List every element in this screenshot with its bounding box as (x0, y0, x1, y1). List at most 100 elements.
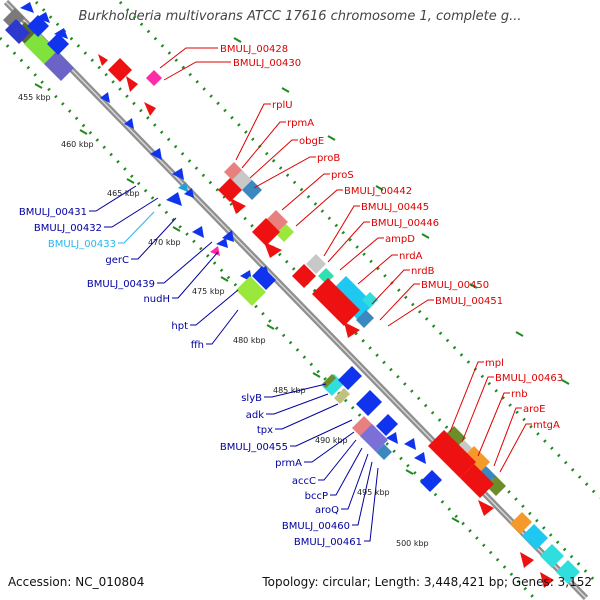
gene-label-reverse: tpx (257, 425, 273, 436)
gene-arrow (150, 148, 162, 160)
feature-block (44, 51, 74, 81)
feature-block (330, 276, 374, 320)
gene-label-forward: rnb (511, 389, 528, 400)
feature-block (556, 560, 580, 584)
scale-label: 495 kbp (357, 488, 390, 497)
gene-label-forward: rplU (272, 100, 293, 111)
feature-block (292, 264, 316, 288)
gene-label-reverse: BMULJ_00433 (48, 239, 116, 250)
gene-label-reverse: BMULJ_00439 (87, 279, 155, 290)
forward-strand-features (98, 54, 580, 588)
gene-label-forward: BMULJ_00450 (421, 280, 489, 291)
gene-arrow (126, 76, 138, 92)
reverse-strand-features (3, 2, 442, 492)
gene-arrow (20, 2, 34, 13)
gene-arrow (256, 266, 270, 278)
feature-block (306, 254, 326, 274)
gene-label-reverse: hpt (171, 321, 188, 332)
feature-block (510, 512, 532, 534)
scale-label: 500 kbp (396, 539, 429, 548)
gene-label-forward: BMULJ_00445 (361, 202, 429, 213)
feature-block (24, 31, 57, 64)
gene-label-reverse: aroQ (315, 505, 339, 516)
gene-arrow (540, 572, 554, 588)
gene-label-reverse: prmA (275, 458, 302, 469)
gene-arrow (210, 246, 220, 256)
gene-arrow (264, 242, 282, 258)
scale-label: 460 kbp (61, 140, 94, 149)
gene-label-forward: mtgA (533, 420, 560, 431)
gene-arrow (386, 432, 398, 444)
gene-arrow (222, 230, 234, 242)
gene-arrow (192, 226, 204, 238)
feature-block (522, 524, 548, 550)
gene-label-reverse: BMULJ_00461 (294, 537, 362, 548)
gene-arrow (166, 192, 182, 206)
gene-label-forward: proB (317, 153, 340, 164)
gene-label-reverse: gerC (105, 255, 129, 266)
gene-arrow (344, 322, 360, 338)
feature-block (376, 444, 392, 460)
genome-summary-text: Topology: circular; Length: 3,448,421 bp… (262, 575, 592, 589)
gene-label-forward: proS (331, 170, 354, 181)
feature-block (360, 424, 388, 452)
reverse-label-connectors (89, 185, 379, 542)
feature-block (356, 390, 382, 416)
feature-block (252, 218, 280, 246)
gene-label-forward: nrdA (399, 251, 423, 262)
gene-label-reverse: BMULJ_00455 (220, 442, 288, 453)
gene-arrow (414, 452, 426, 464)
gene-label-forward: rpmA (287, 118, 314, 129)
feature-block (5, 19, 30, 44)
feature-block (362, 292, 378, 308)
gene-label-forward: obgE (299, 136, 324, 147)
gene-label-forward: BMULJ_00428 (220, 44, 288, 55)
gene-arrow (98, 54, 108, 66)
forward-labels: BMULJ_00428 BMULJ_00430 rplU rpmA obgE p… (220, 44, 563, 431)
feature-block (236, 276, 266, 306)
feature-block (334, 388, 350, 404)
gene-label-reverse: bccP (305, 491, 328, 502)
feature-block (218, 178, 242, 202)
gene-label-forward: mpl (485, 358, 504, 369)
scale-label: 475 kbp (192, 287, 225, 296)
gene-arrow (144, 102, 156, 116)
gene-label-reverse: BMULJ_00431 (19, 207, 87, 218)
gene-arrow (172, 168, 184, 180)
reverse-labels: BMULJ_00431 BMULJ_00432 BMULJ_00433 gerC… (19, 207, 362, 548)
accession-text: Accession: NC_010804 (8, 575, 145, 589)
gene-arrow (54, 28, 68, 39)
feature-block (276, 224, 294, 242)
scale-label: 455 kbp (18, 93, 51, 102)
scale-label: 470 kbp (148, 238, 181, 247)
feature-block (460, 464, 494, 498)
gene-label-forward: BMULJ_00446 (371, 218, 439, 229)
gene-arrow (36, 12, 50, 23)
gene-arrow (342, 372, 354, 384)
gene-arrow (404, 438, 416, 450)
feature-block (420, 470, 442, 492)
gene-arrow (230, 198, 246, 214)
gene-label-reverse: adk (246, 410, 264, 421)
gene-label-forward: ampD (385, 234, 415, 245)
scale-label: 485 kbp (273, 386, 306, 395)
gene-label-forward: BMULJ_00451 (435, 296, 503, 307)
highlight-label-connector (118, 211, 155, 244)
feature-block (376, 414, 398, 436)
map-title: Burkholderia multivorans ATCC 17616 chro… (78, 9, 522, 24)
feature-block (428, 430, 476, 478)
gene-label-forward: BMULJ_00430 (233, 58, 301, 69)
feature-block (312, 278, 360, 326)
gene-label-forward: BMULJ_00463 (495, 373, 563, 384)
gene-label-reverse: accC (292, 476, 316, 487)
gene-label-forward: nrdB (411, 266, 435, 277)
feature-block (47, 33, 69, 55)
gene-arrow (184, 188, 194, 198)
gene-label-forward: BMULJ_00442 (344, 186, 412, 197)
gene-label-reverse: BMULJ_00432 (34, 223, 102, 234)
gene-arrow (178, 182, 188, 192)
feature-block (356, 310, 374, 328)
gene-arrow (216, 238, 228, 248)
gene-label-reverse: nudH (143, 294, 170, 305)
